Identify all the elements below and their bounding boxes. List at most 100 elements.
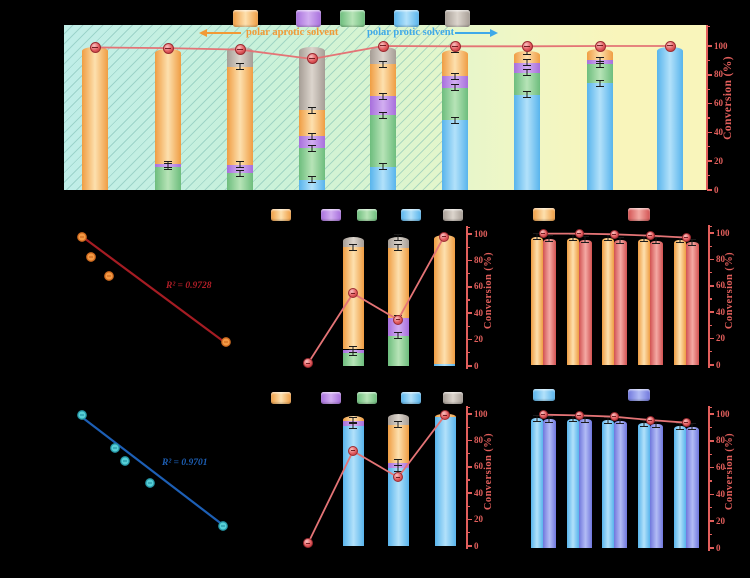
bar-segment-purple	[442, 76, 468, 88]
scatter-point	[110, 443, 120, 453]
error-bar	[164, 160, 172, 168]
legend-swatch-skyblue	[533, 389, 555, 401]
bar-segment-orange	[370, 64, 396, 97]
bottom-grouped-bar-chart	[515, 405, 708, 550]
error-bar	[523, 59, 531, 67]
fit-line	[82, 417, 224, 526]
axis-minor-tick	[467, 407, 470, 409]
error-bar	[394, 421, 402, 429]
aprotic-solvent-label: polar aprotic solvent	[246, 27, 339, 38]
bar-red	[686, 242, 699, 365]
axis-tick	[707, 189, 712, 191]
tick-label: 40	[474, 487, 483, 498]
legend-swatch-purple	[321, 392, 341, 404]
error-bar	[379, 92, 387, 100]
scatter-point	[86, 252, 96, 262]
legend-swatch-gray	[445, 10, 470, 27]
error-bar	[523, 69, 531, 77]
conversion-marker	[348, 445, 358, 456]
bar-orange	[637, 238, 650, 365]
axis-tick	[709, 520, 714, 522]
conversion-marker	[645, 231, 655, 241]
conversion-marker	[303, 538, 313, 549]
conversion-marker	[594, 40, 606, 52]
axis-spine	[706, 25, 708, 190]
axis-spine	[466, 406, 468, 549]
tick-label: 100	[716, 227, 730, 238]
error-bar	[349, 346, 357, 353]
axis-tick	[467, 492, 472, 494]
axis-tick	[709, 413, 714, 415]
bar-red	[614, 240, 627, 365]
bar-skyblue	[530, 418, 543, 548]
conversion-marker	[89, 41, 101, 53]
axis-minor-tick	[709, 351, 712, 353]
conversion-marker	[377, 40, 389, 52]
error-bar	[532, 233, 541, 241]
tick-label: 80	[714, 69, 723, 80]
bar-skyblue	[637, 423, 650, 548]
bar-orange	[601, 237, 614, 365]
legend-swatch-blue	[394, 10, 419, 27]
bar-red	[650, 240, 663, 365]
legend-swatch-red	[628, 208, 650, 221]
error-bar	[379, 163, 387, 171]
axis-spine	[708, 406, 710, 551]
tick-label: 0	[474, 540, 479, 551]
axis-tick	[707, 131, 712, 134]
y-axis-title: Conversion (%)	[724, 433, 735, 511]
legend-swatch-orange	[271, 209, 291, 221]
bar-segment-orange	[227, 66, 253, 165]
bar-red	[579, 239, 592, 365]
bar-segment-orange	[82, 47, 108, 190]
axis-tick	[709, 547, 714, 549]
tick-label: 0	[474, 360, 479, 371]
conversion-marker	[234, 44, 246, 56]
legend-swatch-orange	[533, 208, 555, 221]
bar-segment-blue	[342, 425, 364, 546]
error-bar	[349, 243, 357, 251]
legend-swatch-orange	[233, 10, 258, 27]
r-squared-label-blue: R² = 0.9701	[162, 458, 208, 468]
tick-label: 40	[716, 488, 725, 499]
axis-minor-tick	[707, 175, 710, 177]
error-bar	[596, 56, 604, 64]
tick-label: 100	[474, 408, 488, 419]
error-bar	[596, 79, 604, 87]
bar-segment-purple	[514, 62, 540, 73]
conversion-marker	[449, 40, 461, 52]
bar-periwinkle	[543, 419, 556, 548]
legend-swatch-gray	[443, 392, 463, 404]
bar-segment-blue	[433, 364, 455, 366]
axis-tick	[467, 545, 472, 547]
tick-label: 20	[474, 334, 483, 345]
axis-tick	[467, 312, 472, 314]
axis-minor-tick	[467, 505, 470, 507]
bottom-stacked-bar-chart	[300, 405, 466, 550]
bar-segment-blue	[299, 179, 325, 190]
y-axis-title: Conversion (%)	[483, 252, 494, 330]
axis-tick	[707, 45, 712, 47]
axis-minor-tick	[467, 453, 470, 455]
r2-scatter-protic: R² = 0.9701	[60, 405, 250, 540]
legend-swatch-periwinkle	[628, 389, 650, 401]
tick-label: 40	[474, 307, 483, 318]
tick-label: 0	[716, 359, 721, 370]
tick-label: 20	[714, 155, 723, 166]
right-arrow-icon	[490, 28, 498, 37]
bar-segment-blue	[657, 47, 683, 190]
axis-minor-tick	[467, 479, 470, 481]
protic-solvent-label: polar protic solvent	[367, 27, 455, 38]
solvent-screening-stacked-bar-chart	[64, 25, 706, 190]
axis-tick	[709, 440, 714, 442]
error-bar	[308, 106, 316, 114]
tick-label: 20	[716, 515, 725, 526]
conversion-marker	[521, 40, 533, 52]
axis-minor-tick	[709, 507, 712, 509]
axis-tick	[709, 493, 714, 496]
axis-minor-tick	[709, 426, 712, 428]
tick-label: 100	[716, 408, 730, 419]
right-arrow-icon-line	[455, 32, 490, 34]
bar-segment-green	[227, 173, 253, 190]
